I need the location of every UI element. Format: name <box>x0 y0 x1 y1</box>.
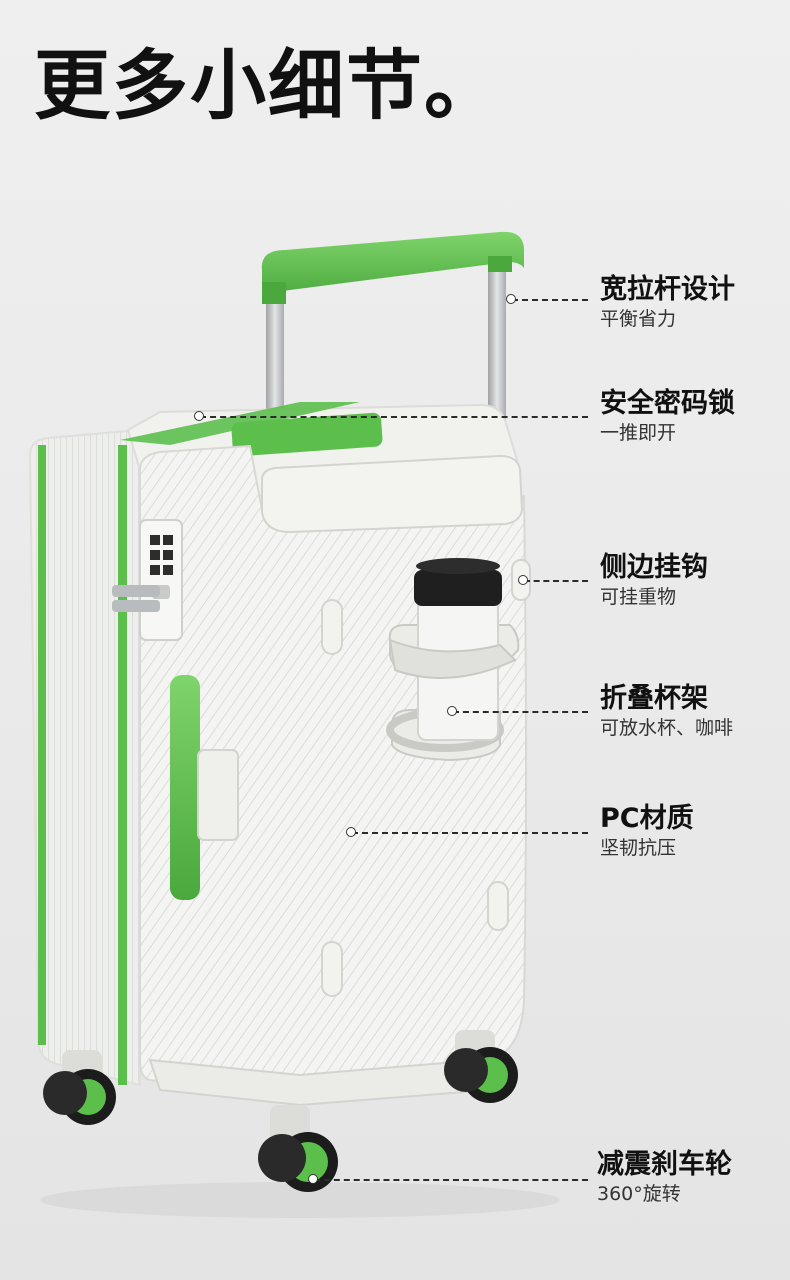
callout-material: PC材质 坚韧抗压 <box>600 804 694 859</box>
callout-dot-cupholder <box>447 706 457 716</box>
side-zipper-stripe <box>38 445 46 1045</box>
wheel <box>444 1030 518 1103</box>
wheel <box>258 1105 338 1192</box>
callout-line-lock <box>200 416 588 418</box>
top-carry-handle <box>231 412 383 457</box>
side-carry-handle <box>170 675 200 900</box>
callout-hook: 侧边挂钩 可挂重物 <box>600 553 708 608</box>
callout-subtitle: 平衡省力 <box>600 307 677 330</box>
callout-cupholder: 折叠杯架 可放水杯、咖啡 <box>600 684 733 739</box>
callout-subtitle: 坚韧抗压 <box>600 836 677 859</box>
callout-dot-material <box>346 827 356 837</box>
callout-line-cupholder <box>453 711 588 713</box>
callout-line-hook <box>524 580 588 582</box>
callout-title: 宽拉杆设计 <box>600 274 735 305</box>
callout-subtitle: 一推即开 <box>600 421 677 444</box>
wheel <box>43 1050 116 1125</box>
callout-subtitle: 可放水杯、咖啡 <box>600 716 734 739</box>
callout-handle: 宽拉杆设计 平衡省力 <box>600 275 735 330</box>
callout-title: PC材质 <box>600 803 694 834</box>
callout-line-wheels <box>314 1179 588 1181</box>
callout-wheels: 减震刹车轮 360°旋转 <box>597 1150 732 1205</box>
callout-dot-lock <box>194 411 204 421</box>
callout-subtitle: 可挂重物 <box>600 585 677 608</box>
page-headline: 更多小细节。 <box>34 41 502 130</box>
green-handle-grip <box>261 231 525 300</box>
callout-dot-handle <box>506 294 516 304</box>
callout-title: 减震刹车轮 <box>597 1149 732 1180</box>
callout-lock: 安全密码锁 一推即开 <box>600 389 735 444</box>
cup-holder <box>386 558 520 762</box>
callout-title: 侧边挂钩 <box>600 552 708 583</box>
callout-title: 安全密码锁 <box>600 388 735 419</box>
callout-line-handle <box>512 299 588 301</box>
combination-lock <box>139 519 183 641</box>
front-zipper-stripe <box>118 445 127 1085</box>
callout-subtitle: 360°旋转 <box>597 1182 681 1205</box>
callout-dot-wheels <box>308 1174 318 1184</box>
callout-dot-hook <box>518 575 528 585</box>
callout-title: 折叠杯架 <box>600 683 708 714</box>
coffee-cup-lid <box>414 570 502 606</box>
callout-line-material <box>352 832 588 834</box>
